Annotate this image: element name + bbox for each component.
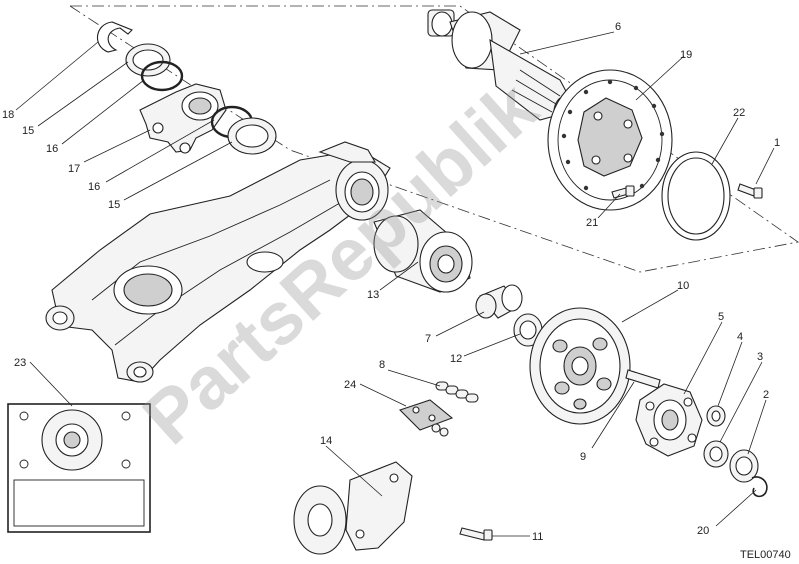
callout-22: 22 [733, 107, 745, 119]
spacer-ring-15-lower [227, 117, 277, 155]
callout-16-lower: 16 [88, 181, 100, 193]
swingarm [45, 141, 391, 383]
circlip-18 [97, 21, 133, 53]
callout-7: 7 [425, 333, 431, 345]
stud-9 [625, 369, 661, 389]
bolt-21 [611, 185, 635, 199]
callout-13: 13 [367, 289, 379, 301]
chain-8 [435, 381, 479, 403]
callout-5: 5 [718, 311, 724, 323]
assembly-frame-line [70, 5, 799, 273]
spacer-ring-15-upper [125, 43, 171, 77]
caliper-bracket-17 [139, 83, 227, 154]
callout-15-lower: 15 [108, 199, 120, 211]
washer-3 [703, 440, 729, 468]
callout-17: 17 [68, 163, 80, 175]
callout-3: 3 [757, 351, 763, 363]
callout-12: 12 [450, 353, 462, 365]
eccentric-hub-13 [373, 209, 473, 293]
leader-lines [15, 31, 775, 537]
callout-21: 21 [586, 217, 598, 229]
callout-16-upper: 16 [46, 143, 58, 155]
brake-disc-19 [547, 69, 673, 211]
callout-6: 6 [615, 21, 621, 33]
inset-panel-23 [7, 403, 151, 533]
screw-1 [737, 183, 763, 199]
callout-15-upper: 15 [22, 125, 34, 137]
callout-4: 4 [737, 331, 743, 343]
sprocket-flange-5 [635, 383, 703, 457]
master-link-24 [398, 399, 454, 437]
callout-20: 20 [697, 525, 709, 537]
callout-24: 24 [344, 379, 356, 391]
spacer-12 [513, 313, 543, 347]
callout-14: 14 [320, 435, 332, 447]
callout-1: 1 [774, 137, 780, 149]
nut-4 [706, 405, 726, 427]
phonic-ring-22 [661, 151, 731, 241]
clip-20 [751, 476, 768, 498]
bolt-11 [459, 527, 493, 541]
callout-11: 11 [532, 531, 543, 543]
bushing-7 [475, 284, 523, 319]
o-ring-16-upper [140, 60, 184, 92]
reference-code: TEL00740 [740, 549, 791, 561]
callout-labels: 1 2 3 4 5 6 7 8 9 10 11 12 13 14 15 15 1… [2, 21, 780, 543]
callout-18: 18 [2, 109, 14, 121]
callout-23: 23 [14, 357, 26, 369]
axle-nut-2 [729, 449, 759, 483]
front-sprocket-cover-14 [293, 461, 413, 555]
callout-10: 10 [677, 280, 689, 292]
callout-9: 9 [580, 451, 586, 463]
rear-sprocket-10 [529, 307, 631, 425]
callout-19: 19 [680, 49, 692, 61]
callout-2: 2 [763, 389, 769, 401]
callout-8: 8 [379, 359, 385, 371]
